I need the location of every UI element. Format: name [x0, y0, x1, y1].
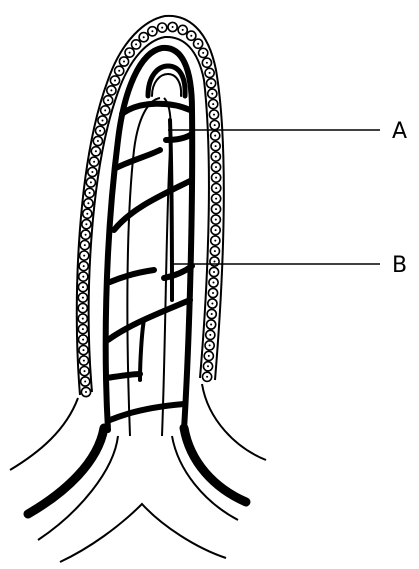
- cell-nucleus: [104, 109, 106, 111]
- cell-nucleus: [215, 156, 217, 158]
- cell-nucleus: [206, 62, 208, 64]
- cell-nucleus: [172, 26, 174, 28]
- cell-nucleus: [214, 240, 216, 242]
- right-base-curve: [184, 428, 246, 502]
- cell-nucleus: [214, 250, 216, 252]
- capillary-vertical: [170, 120, 172, 300]
- cell-nucleus: [212, 292, 214, 294]
- lacteal-tip-inner: [152, 74, 181, 96]
- label-a: A: [392, 119, 407, 144]
- cell-nucleus: [83, 255, 85, 257]
- cell-nucleus: [212, 103, 214, 105]
- cell-nucleus: [210, 82, 212, 84]
- capillary-branch: [106, 374, 140, 378]
- cell-nucleus: [86, 213, 88, 215]
- cell-nucleus: [209, 334, 211, 336]
- cell-nucleus: [135, 43, 137, 45]
- cell-nucleus: [84, 370, 86, 372]
- cell-nucleus: [197, 43, 199, 45]
- cell-nucleus: [215, 208, 217, 210]
- capillary-branch: [122, 104, 190, 114]
- cell-nucleus: [95, 150, 97, 152]
- cell-nucleus: [85, 234, 87, 236]
- cell-nucleus: [97, 140, 99, 142]
- cell-nucleus: [206, 376, 208, 378]
- cell-nucleus: [82, 339, 84, 341]
- base-left-outer: [10, 398, 78, 470]
- base-right-outer: [202, 384, 266, 460]
- cell-nucleus: [99, 130, 101, 132]
- cell-nucleus: [202, 52, 204, 54]
- cell-nucleus: [114, 80, 116, 82]
- cell-nucleus: [214, 135, 216, 137]
- cell-nucleus: [215, 166, 217, 168]
- cell-nucleus: [208, 355, 210, 357]
- left-base-curve: [28, 428, 104, 514]
- cell-nucleus: [151, 30, 153, 32]
- cell-nucleus: [110, 89, 112, 91]
- cell-nucleus: [214, 124, 216, 126]
- capillary-branch: [116, 150, 160, 168]
- cell-nucleus: [107, 99, 109, 101]
- cell-nucleus: [102, 120, 104, 122]
- cell-nucleus: [83, 349, 85, 351]
- cell-nucleus: [210, 324, 212, 326]
- label-b: B: [392, 253, 407, 278]
- cell-nucleus: [211, 93, 213, 95]
- cell-nucleus: [82, 307, 84, 309]
- cell-nucleus: [82, 286, 84, 288]
- cell-nucleus: [213, 271, 215, 273]
- cell-nucleus: [93, 161, 95, 163]
- cell-nucleus: [82, 297, 84, 299]
- cell-nucleus: [213, 282, 215, 284]
- capillary-branch: [108, 300, 190, 340]
- cell-nucleus: [89, 192, 91, 194]
- capillary-branch: [110, 404, 184, 420]
- cell-nucleus: [83, 360, 85, 362]
- cell-nucleus: [215, 187, 217, 189]
- cell-nucleus: [90, 181, 92, 183]
- lacteal-left-wall: [127, 98, 160, 436]
- cell-nucleus: [215, 229, 217, 231]
- cell-nucleus: [84, 381, 86, 383]
- cell-nucleus: [118, 70, 120, 72]
- cell-nucleus: [215, 198, 217, 200]
- cell-nucleus: [82, 276, 84, 278]
- cell-nucleus: [209, 72, 211, 74]
- cell-nucleus: [161, 27, 163, 29]
- cell-nucleus: [129, 52, 131, 54]
- capillary-branch: [114, 180, 192, 230]
- cell-nucleus: [215, 145, 217, 147]
- cell-nucleus: [211, 313, 213, 315]
- cell-nucleus: [143, 36, 145, 38]
- cell-nucleus: [182, 29, 184, 31]
- cell-nucleus: [87, 202, 89, 204]
- epithelium-layer: [77, 16, 224, 395]
- cell-nucleus: [83, 265, 85, 267]
- cell-nucleus: [84, 244, 86, 246]
- cell-nucleus: [214, 261, 216, 263]
- cell-nucleus: [91, 171, 93, 173]
- cell-nucleus: [85, 223, 87, 225]
- capillary-vertical: [140, 320, 144, 380]
- cell-nucleus: [82, 328, 84, 330]
- base-left-inner: [38, 436, 118, 540]
- cell-nucleus: [85, 391, 87, 393]
- central-lacteal: [127, 98, 170, 436]
- cell-nucleus: [209, 344, 211, 346]
- label-leaders: [168, 130, 380, 264]
- cell-nucleus: [215, 177, 217, 179]
- cell-nucleus: [211, 303, 213, 305]
- cell-nucleus: [215, 219, 217, 221]
- cell-nucleus: [190, 35, 192, 37]
- cell-nucleus: [82, 318, 84, 320]
- cell-nucleus: [123, 61, 125, 63]
- capillary-branch: [110, 270, 154, 282]
- base-chevron: [60, 504, 226, 562]
- cell-nucleus: [207, 365, 209, 367]
- cell-nucleus: [213, 114, 215, 116]
